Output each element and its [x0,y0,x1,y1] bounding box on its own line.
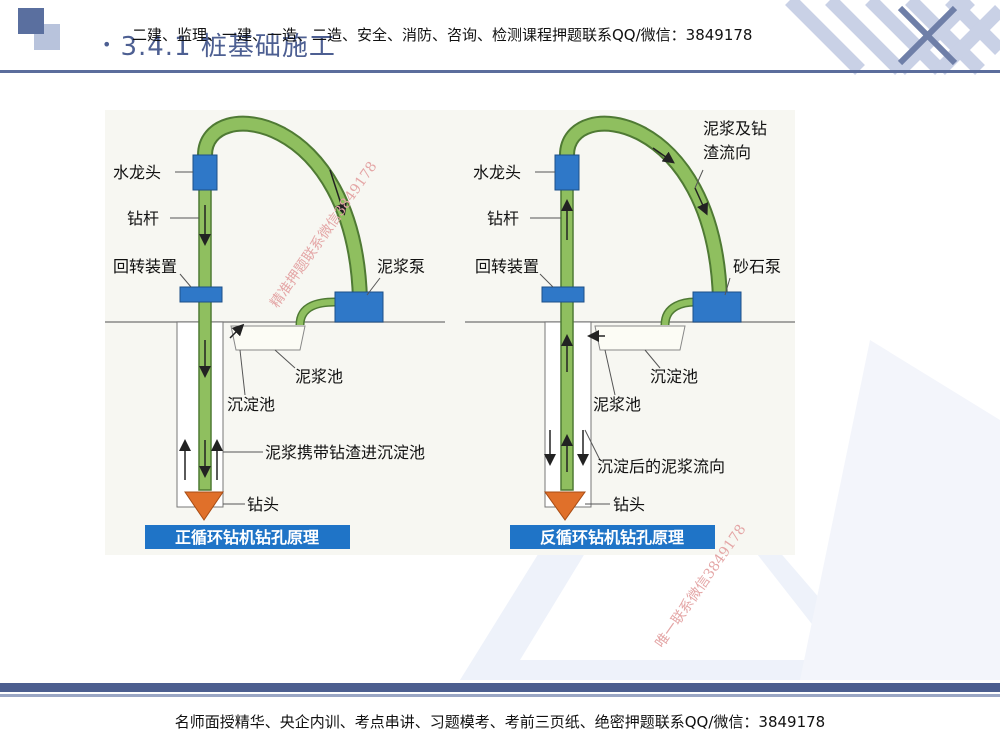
title-text: 3.4.1 桩基础施工 [120,32,336,62]
header-divider [0,70,1000,73]
footer-bar [0,683,1000,692]
label-faucet-right: 水龙头 [473,164,521,182]
label-rotary-right: 回转装置 [475,258,539,276]
label-rod-right: 钻杆 [487,210,519,228]
label-mud-pool-right: 泥浆池 [593,396,641,414]
label-settling-pool-right: 沉淀池 [650,368,698,386]
label-flow-left: 泥浆携带钻渣进沉淀池 [265,444,425,462]
label-bit-left: 钻头 [247,496,279,514]
footer-bar-light [0,694,1000,697]
caption-reverse-circulation: 反循环钻机钻孔原理 [540,528,684,547]
label-settling-pool-left: 沉淀池 [227,396,275,414]
label-flow-right: 沉淀后的泥浆流向 [597,458,725,476]
header-ad-text: 二建、监理、一建、一造、二造、安全、消防、咨询、检测课程押题联系QQ/微信：38… [132,26,753,44]
footer-ad-text: 名师面授精华、央企内训、考点串讲、习题模考、考前三页纸、绝密押题联系QQ/微信：… [174,713,826,731]
label-rotary-left: 回转装置 [113,258,177,276]
reverse-circulation-diagram: 水龙头 钻杆 回转装置 砂石泵 泥浆及钻 渣流向 沉淀池 泥浆池 沉淀后的泥浆流… [465,115,795,549]
positive-circulation-diagram: 水龙头 钻杆 回转装置 泥浆泵 泥浆池 沉淀池 泥浆携带钻渣进沉淀池 钻头 正循… [105,115,445,549]
label-gravel-pump: 砂石泵 [733,258,781,276]
caption-positive-circulation: 正循环钻机钻孔原理 [175,528,319,547]
label-mud-pump: 泥浆泵 [377,258,425,276]
label-faucet-left: 水龙头 [113,164,161,182]
label-flow-top-line1: 泥浆及钻 [703,120,767,138]
label-bit-right: 钻头 [613,496,645,514]
slide-title: • 3.4.1 桩基础施工 [102,26,336,63]
label-rod-left: 钻杆 [127,210,159,228]
drilling-principle-figure: 水龙头 钻杆 回转装置 泥浆泵 泥浆池 沉淀池 泥浆携带钻渣进沉淀池 钻头 正循… [105,110,795,555]
corner-square-dark [18,8,44,34]
label-flow-top-line2: 渣流向 [703,144,751,162]
title-bullet: • [102,35,113,54]
label-mud-pool-left: 泥浆池 [295,368,343,386]
